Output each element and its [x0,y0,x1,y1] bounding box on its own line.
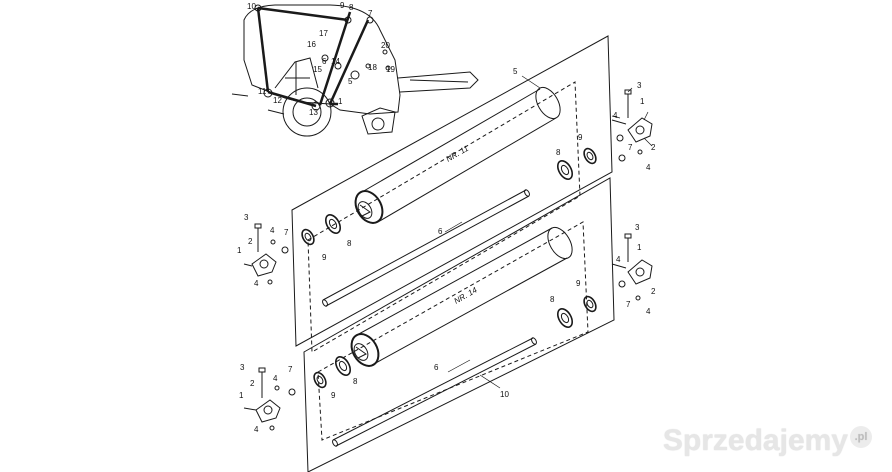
label-7-bl: 7 [288,365,293,374]
label-3-mr: 3 [635,223,640,232]
label-1-mr: 1 [637,243,642,252]
sketch-label-5: 5 [348,77,353,86]
label-3-bl: 3 [240,363,245,372]
label-4-bl2: 4 [254,425,259,434]
bearings-nr14-left [313,356,352,389]
bracket-mid-left [243,223,289,285]
shaft-nr14 [332,337,537,447]
label-7-mr: 7 [626,300,631,309]
label-2-mr: 2 [651,287,656,296]
shaft-nr11 [322,189,530,307]
label-2-ml: 2 [248,237,253,246]
panel-frame-nr14 [303,177,615,472]
roller-nr11 [354,86,561,224]
label-2-bl: 2 [250,379,255,388]
label-4-mr2: 4 [646,307,651,316]
sketch-label-16: 16 [307,40,316,49]
watermark-suffix-badge: .pl [850,426,872,448]
sketch-label-7: 7 [368,9,373,18]
label-4-ml: 4 [270,226,275,235]
sketch-label-10: 10 [247,2,256,11]
sketch-label-19: 19 [386,65,395,74]
sketch-label-17: 17 [319,29,328,38]
part-number-labels: 10 9 8 7 17 16 15 6 14 5 20 18 19 11 12 … [237,1,656,434]
label-9-p1r: 9 [578,133,583,142]
roller-nr14 [350,226,573,367]
label-1-ml: 1 [237,246,242,255]
sketch-label-18: 18 [368,63,377,72]
label-4-bl: 4 [273,374,278,383]
label-4-tr: 4 [613,111,618,120]
sketch-label-6: 6 [322,57,327,66]
label-7-tr: 7 [628,143,633,152]
label-9-p2l: 9 [331,391,336,400]
label-10-p2: 10 [500,390,509,399]
label-4-tr2: 4 [646,163,651,172]
label-9-p1l: 9 [322,253,327,262]
panel-frame-nr11 [291,35,613,347]
panel-label-nr11: NR. 11 [445,144,471,164]
label-3-ml: 3 [244,213,249,222]
sketch-label-8: 8 [349,3,354,12]
label-1-tr: 1 [640,97,645,106]
label-4-ml2: 4 [254,279,259,288]
label-3-tr: 3 [637,81,642,90]
sketch-label-15: 15 [313,65,322,74]
bracket-bottom-left [243,367,296,431]
label-7-ml: 7 [284,228,289,237]
label-8-p1r: 8 [556,148,561,157]
label-8-p2r: 8 [550,295,555,304]
label-8-p1l: 8 [347,239,352,248]
label-6-p1: 6 [438,227,443,236]
watermark: Sprzedajemy.pl [663,424,872,458]
baler-sketch [231,4,479,137]
label-9-p2r: 9 [576,279,581,288]
sketch-label-12: 12 [273,96,282,105]
sketch-label-20: 20 [381,41,390,50]
bracket-mid-right [611,233,653,301]
label-8-p2l: 8 [353,377,358,386]
label-6-p2: 6 [434,363,439,372]
leader-lines [444,75,653,389]
bearings-nr11-right [556,147,597,180]
sketch-label-9: 9 [340,1,345,10]
label-4-mr: 4 [616,255,621,264]
bearings-nr14-right [556,295,597,328]
sketch-label-11: 11 [258,87,267,96]
watermark-text: Sprzedajemy [662,424,848,457]
sketch-label-13: 13 [309,108,318,117]
label-5: 5 [513,67,518,76]
sketch-label-1: 1 [338,97,343,106]
label-1-bl: 1 [239,391,244,400]
bearings-nr11-left [301,214,342,246]
sketch-label-14: 14 [331,57,340,66]
label-2-tr: 2 [651,143,656,152]
bracket-top-right [611,89,653,162]
